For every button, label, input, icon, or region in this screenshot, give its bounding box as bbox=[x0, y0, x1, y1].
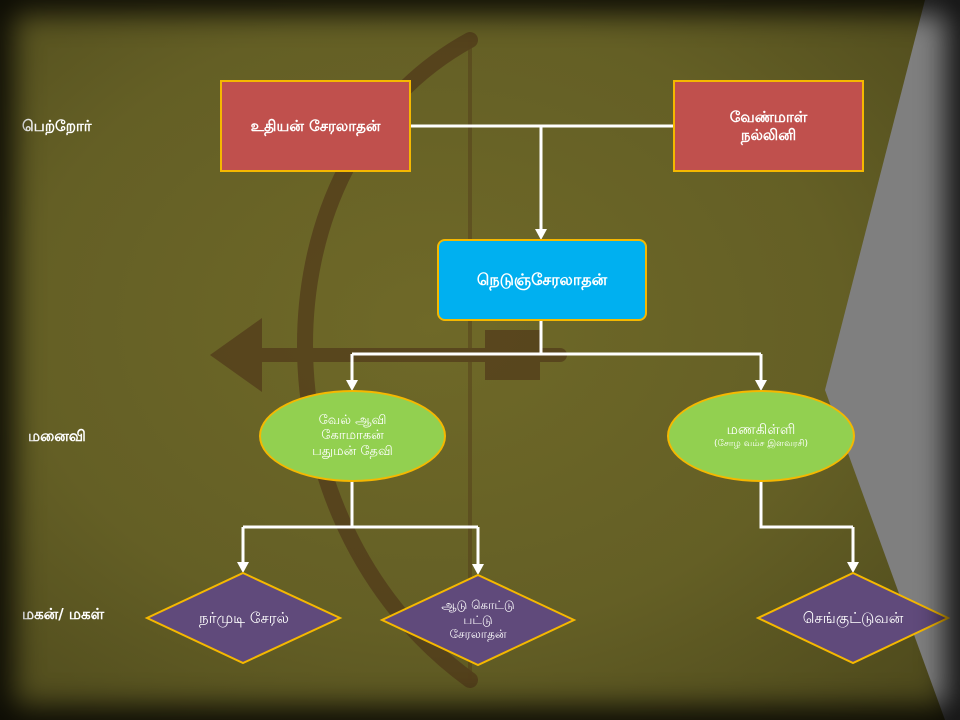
mother-box[interactable]: வேண்மாள் நல்லினி bbox=[673, 80, 864, 172]
wife-right-name: மணகிள்ளி bbox=[726, 422, 796, 439]
son2-diamond[interactable] bbox=[379, 573, 577, 667]
row-label-wife: மனைவி bbox=[28, 427, 86, 445]
son3-label: செங்குட்டுவன் bbox=[778, 598, 928, 638]
wife-left-line2: கோமாகன் bbox=[321, 428, 384, 444]
son2-name-line1: ஆடு கொட்டு bbox=[441, 598, 515, 613]
son2-name-line2: பட்டு bbox=[463, 612, 493, 627]
row-label-children: மகன்/ மகள் bbox=[22, 605, 105, 623]
wife-left-line3: பதுமன் தேவி bbox=[312, 443, 393, 459]
son2-name-line3: சேரலாதன் bbox=[449, 627, 507, 642]
son2-label: ஆடு கொட்டு பட்டு சேரலாதன் bbox=[414, 592, 542, 648]
father-box[interactable]: உதியன் சேரலாதன் bbox=[220, 80, 411, 172]
mother-name-line1: வேண்மாள் bbox=[729, 108, 808, 126]
son3-diamond[interactable] bbox=[755, 571, 951, 665]
connector-king-down bbox=[352, 320, 761, 356]
king-name: நெடுஞ்சேரலாதன் bbox=[476, 269, 608, 289]
king-box[interactable]: நெடுஞ்சேரலாதன் bbox=[437, 239, 647, 321]
mother-name-line2: நல்லினி bbox=[740, 126, 797, 144]
wife-right-note: (சோழ வம்ச இளவரசி) bbox=[713, 439, 809, 449]
son1-label: நர்முடி சேரல் bbox=[168, 598, 320, 638]
son1-name: நர்முடி சேரல் bbox=[199, 609, 289, 627]
connector-wife-left-down bbox=[243, 482, 478, 529]
father-name: உதியன் சேரலாதன் bbox=[250, 117, 381, 135]
wife-left-line1: வேல் ஆவி bbox=[318, 412, 387, 428]
gray-chevron-band bbox=[825, 0, 960, 720]
row-label-parents: பெற்றோர் bbox=[22, 117, 92, 135]
son1-diamond[interactable] bbox=[144, 571, 343, 665]
connector-wife-right-down bbox=[759, 482, 853, 529]
wife-left-ellipse[interactable]: வேல் ஆவி கோமாகன் பதுமன் தேவி bbox=[259, 390, 446, 482]
wife-right-ellipse[interactable]: மணகிள்ளி (சோழ வம்ச இளவரசி) bbox=[667, 390, 855, 482]
son3-name: செங்குட்டுவன் bbox=[802, 609, 904, 627]
